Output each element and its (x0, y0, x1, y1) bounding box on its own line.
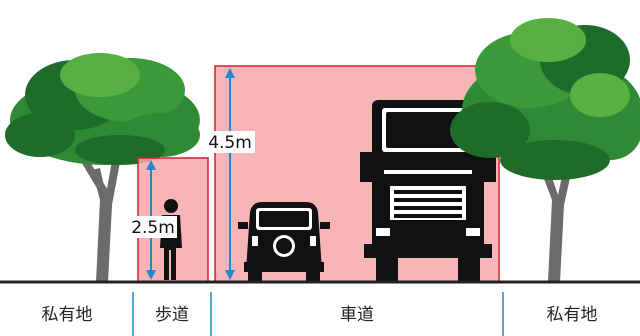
zone-label-sidewalk: 歩道 (155, 305, 189, 325)
zone-label-private-right: 私有地 (547, 305, 598, 325)
sidewalk-height-label: 2.5m (131, 218, 175, 238)
roadway-height-arrow (225, 68, 235, 280)
roadway-height-label-bg (205, 131, 255, 153)
car-icon (238, 202, 330, 282)
roadway-height-label: 4.5m (208, 133, 252, 153)
zone-label-private-left: 私有地 (42, 305, 93, 325)
zone-label-roadway: 車道 (340, 305, 374, 325)
tree-right-icon (450, 18, 640, 282)
sidewalk-height-label-bg (129, 216, 177, 238)
